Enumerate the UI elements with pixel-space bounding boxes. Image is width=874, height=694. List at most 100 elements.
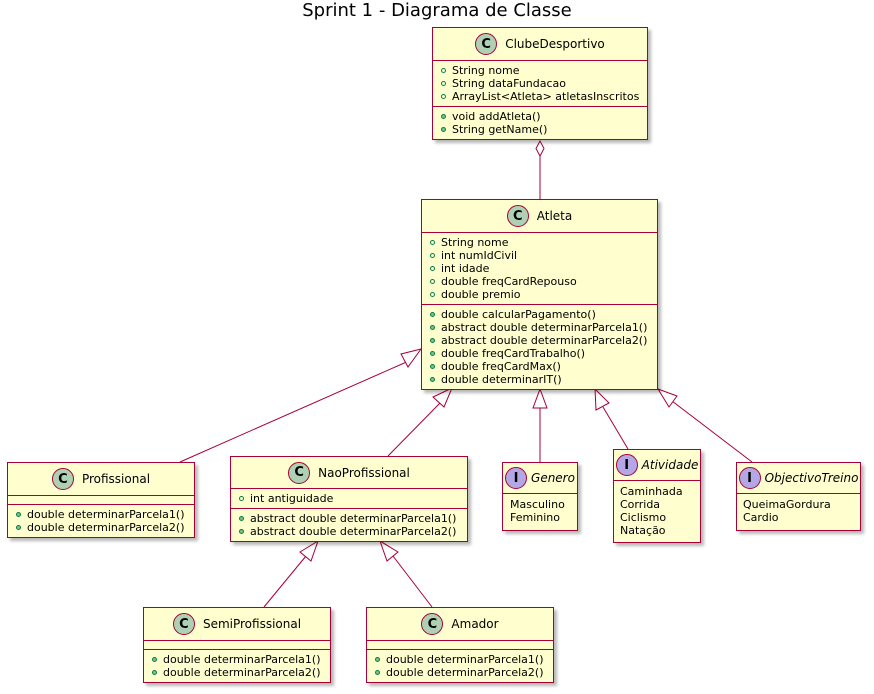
generalization-arrow [432, 386, 453, 408]
method: double freqCardTrabalho() [430, 347, 651, 360]
method: abstract double determinarParcela2() [239, 525, 461, 538]
method: double determinarIT() [430, 373, 651, 386]
aggregation-diamond [535, 139, 545, 158]
class-header: C Amador [367, 608, 553, 641]
methods-section: void addAtleta() String getName() [433, 107, 647, 139]
diagram-title: Sprint 1 - Diagrama de Classe [302, 0, 572, 21]
generalization-arrow [379, 539, 399, 562]
method: double determinarParcela2() [152, 666, 324, 679]
methods-section: double determinarParcela1() double deter… [8, 505, 194, 537]
interface-header: I Genero [503, 463, 577, 494]
public-method-icon [239, 529, 244, 534]
public-method-icon [430, 338, 435, 343]
class-name: ClubeDesportivo [505, 37, 605, 51]
literals-section: QueimaGordura Cardio [737, 494, 860, 530]
class-semiprofissional: C SemiProfissional double determinarParc… [143, 607, 331, 683]
class-name: SemiProfissional [202, 617, 302, 631]
relation-naoprof-atleta [387, 400, 443, 457]
methods-section: double determinarParcela1() double deter… [144, 650, 330, 682]
method: double determinarParcela1() [375, 653, 547, 666]
attribute: String dataFundacao [441, 77, 641, 90]
public-visibility-icon [430, 266, 435, 271]
method: double determinarParcela1() [16, 508, 188, 521]
method: double determinarParcela2() [16, 521, 188, 534]
interface-name: ObjectivoTreino [764, 471, 859, 485]
public-method-icon [239, 516, 244, 521]
public-method-icon [430, 325, 435, 330]
interface-badge-icon: I [505, 467, 528, 489]
public-method-icon [441, 114, 446, 119]
class-amador: C Amador double determinarParcela1() dou… [366, 607, 554, 683]
public-visibility-icon [430, 292, 435, 297]
methods-section: double determinarParcela1() double deter… [367, 650, 553, 682]
class-name: Atleta [536, 209, 573, 223]
public-visibility-icon [430, 253, 435, 258]
class-header: C Profissional [8, 463, 194, 496]
literal: Corrida [620, 498, 661, 511]
attributes-section: String nome int numIdCivil int idade dou… [422, 233, 657, 305]
class-profissional: C Profissional double determinarParcela1… [7, 462, 195, 538]
methods-section: abstract double determinarParcela1() abs… [231, 509, 467, 541]
attributes-section: int antiguidade [231, 489, 467, 509]
attribute: int idade [430, 262, 651, 275]
attribute: int numIdCivil [430, 249, 651, 262]
interface-atividade: I Atividade Caminhada Corrida Ciclismo N… [613, 449, 701, 543]
interface-name: Atividade [641, 458, 699, 472]
class-badge-icon: C [172, 613, 195, 635]
interface-name: Genero [531, 471, 575, 485]
attributes-section [8, 496, 194, 505]
class-badge-icon: C [51, 468, 74, 490]
public-method-icon [430, 364, 435, 369]
class-name: NaoProfissional [318, 465, 410, 480]
class-badge-icon: C [288, 461, 311, 484]
attribute: int antiguidade [239, 492, 461, 505]
class-header: C ClubeDesportivo [433, 28, 647, 61]
relation-amador-naoprof [392, 555, 433, 608]
attribute: String nome [441, 64, 641, 77]
public-method-icon [152, 657, 157, 662]
method: String getName() [441, 123, 641, 136]
generalization-arrow [532, 387, 548, 409]
method: abstract double determinarParcela1() [430, 321, 651, 334]
relation-atividade-atleta [602, 406, 629, 450]
class-name: Amador [451, 617, 499, 631]
public-visibility-icon [441, 68, 446, 73]
class-header: C Atleta [422, 200, 657, 233]
attributes-section [367, 641, 553, 650]
public-method-icon [16, 512, 21, 517]
public-method-icon [430, 312, 435, 317]
public-method-icon [375, 657, 380, 662]
interface-genero: I Genero Masculino Feminino [502, 462, 578, 531]
class-badge-icon: C [475, 33, 498, 55]
literal: Natação [620, 524, 666, 537]
attribute: ArrayList<Atleta> atletasInscritos [441, 90, 641, 103]
generalization-arrow [299, 539, 319, 562]
interface-badge-icon: I [738, 467, 761, 489]
class-header: C NaoProfissional [231, 457, 467, 489]
public-method-icon [430, 377, 435, 382]
relation-profissional-atleta [179, 359, 412, 463]
relation-objectivo-atleta [671, 400, 753, 463]
class-name: Profissional [81, 472, 151, 486]
literal: Feminino [510, 511, 560, 524]
attribute: double premio [430, 288, 651, 301]
literal: Cardio [743, 511, 779, 524]
method: double determinarParcela1() [152, 653, 324, 666]
attribute: double freqCardRepouso [430, 275, 651, 288]
class-clubedesportivo: C ClubeDesportivo String nome String dat… [432, 27, 648, 140]
method: double calcularPagamento() [430, 308, 651, 321]
public-visibility-icon [441, 94, 446, 99]
generalization-arrow [594, 387, 610, 411]
interface-badge-icon: I [615, 454, 638, 476]
interface-header: I Atividade [614, 450, 700, 481]
public-method-icon [375, 670, 380, 675]
methods-section: double calcularPagamento() abstract doub… [422, 305, 657, 389]
literals-section: Masculino Feminino [503, 494, 577, 530]
literal: Caminhada [620, 485, 683, 498]
public-visibility-icon [430, 279, 435, 284]
public-visibility-icon [239, 496, 244, 501]
literal: Ciclismo [620, 511, 667, 524]
generalization-arrow [400, 348, 423, 368]
public-method-icon [152, 670, 157, 675]
